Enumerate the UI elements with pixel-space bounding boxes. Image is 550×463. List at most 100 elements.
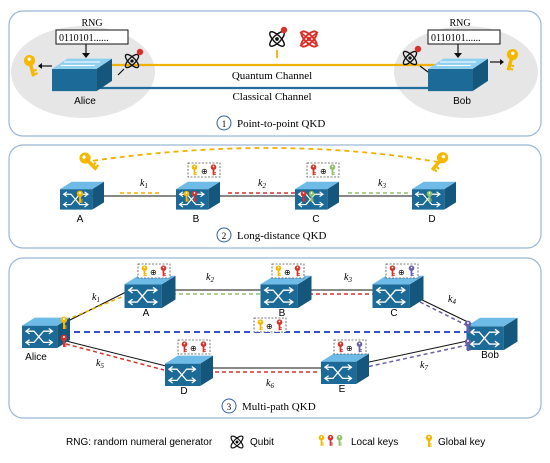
svg-text:⊕: ⊕ [266, 322, 273, 331]
key-link-k7-3 [361, 343, 473, 369]
key-link-k1-3 [65, 295, 125, 321]
p3-k7: k7 [420, 360, 428, 372]
p3-e-xor-box: ⊕ [333, 339, 367, 355]
p3-k4: k4 [448, 294, 456, 306]
p3-b-xor-box: ⊕ [271, 263, 305, 279]
svg-text:⊕: ⊕ [150, 268, 157, 277]
p3-k5: k5 [96, 358, 104, 370]
link-c-bob [417, 297, 473, 325]
bob-qubit-dot [414, 45, 422, 53]
p2-k3: k3 [378, 178, 386, 190]
rng-box-left [55, 29, 129, 45]
bob-key-arrowhead [500, 59, 504, 65]
intercepted-qubit-icon [299, 30, 319, 48]
caption-3-marker [221, 398, 237, 414]
classical-channel-label: Classical Channel [232, 91, 311, 103]
svg-text:⊕: ⊕ [190, 344, 197, 353]
rng-bits-right: 0110101...... [431, 33, 481, 44]
bob-switch-icon [428, 58, 488, 92]
p3-alice-label: Alice [25, 352, 47, 363]
p3-bob-label: Bob [481, 350, 499, 361]
p3-node-e-switch-icon [320, 352, 370, 384]
alice-switch-icon [52, 58, 112, 92]
link-e-bob [359, 339, 473, 365]
caption-2: Long-distance QKD [237, 230, 327, 242]
legend-global-key-icon [425, 434, 433, 447]
p2-c-xor-box: ⊕ [306, 162, 340, 178]
panel-multi-path [8, 257, 542, 419]
p2-node-b-switch-icon [176, 181, 220, 210]
p2-node-a-label: A [77, 214, 84, 225]
caption-1-number: 1 [222, 119, 227, 129]
p3-d-xor-box: ⊕ [177, 339, 211, 355]
p2-global-key-right-icon [427, 149, 451, 174]
bob-qubit-arrow [419, 65, 429, 73]
p2-node-b-label: B [193, 214, 200, 225]
link-alice-d [61, 339, 167, 367]
svg-text:⊕: ⊕ [201, 167, 208, 176]
p3-node-c-label: C [390, 308, 397, 319]
svg-text:⊕: ⊕ [346, 344, 353, 353]
panel-point-to-point [8, 10, 542, 137]
p2-k2: k2 [258, 178, 266, 190]
p3-bob-switch-icon [466, 317, 518, 350]
panel-long-distance [8, 144, 542, 249]
p3-k1: k1 [92, 292, 100, 304]
p2-node-d-label: D [428, 214, 435, 225]
legend-local-key-red-icon [327, 434, 334, 446]
legend-local-key-green-icon [336, 434, 343, 446]
p3-global-xor-box: ⊕ [253, 317, 287, 333]
p3-k3: k3 [344, 272, 352, 284]
caption-2-marker [216, 227, 232, 243]
legend-rng: RNG: random numeral generator [66, 437, 213, 448]
legend-global-key: Global key [438, 437, 485, 448]
rng-box-right [427, 29, 501, 45]
p3-a-xor-box: ⊕ [137, 263, 171, 279]
legend-local-keys: Local keys [351, 437, 398, 448]
legend-qubit-icon [228, 433, 246, 451]
svg-text:⊕: ⊕ [398, 268, 405, 277]
rng-label-left: RNG [81, 18, 102, 29]
alice-key-arrowhead [38, 63, 42, 69]
svg-text:⊕: ⊕ [284, 268, 291, 277]
p2-k1: k1 [140, 178, 148, 190]
p3-k2: k2 [206, 272, 214, 284]
key-link-k5-3 [65, 343, 165, 371]
p3-node-a-label: A [143, 308, 150, 319]
caption-3-number: 3 [227, 402, 232, 412]
svg-text:⊕: ⊕ [320, 167, 327, 176]
transit-qubit-dot [280, 26, 288, 34]
rng-bits-left: 0110101...... [59, 33, 109, 44]
p3-node-d-label: D [180, 386, 187, 397]
p1-alice-label: Alice [74, 96, 96, 107]
rng-arrowhead-right [454, 53, 462, 58]
alice-qubit-arrow [117, 68, 125, 76]
p2-node-c-label: C [312, 214, 319, 225]
key-link-k4-3 [419, 301, 473, 329]
rng-label-right: RNG [449, 18, 470, 29]
quantum-channel-label: Quantum Channel [232, 70, 312, 82]
caption-1-marker [216, 115, 232, 131]
legend-local-key-yellow-icon [318, 434, 325, 446]
p3-node-b-switch-icon [260, 275, 312, 308]
rng-arrowhead-left [82, 53, 90, 58]
caption-2-number: 2 [222, 231, 227, 241]
p3-node-d-switch-icon [164, 354, 214, 386]
p3-node-c-switch-icon [372, 275, 424, 308]
p3-node-e-label: E [339, 384, 346, 395]
p1-bob-label: Bob [453, 96, 471, 107]
p3-k6: k6 [266, 378, 274, 390]
legend-qubit: Qubit [250, 437, 274, 448]
caption-3: Multi-path QKD [242, 401, 316, 413]
caption-1: Point-to-point QKD [237, 118, 325, 130]
p3-c-xor-box: ⊕ [385, 263, 419, 279]
p2-global-key-left-icon [77, 150, 101, 174]
p3-node-b-label: B [279, 308, 286, 319]
alice-qubit-dot [136, 48, 144, 56]
p2-b-xor-box: ⊕ [187, 162, 221, 178]
p2-node-d-switch-icon [412, 181, 456, 210]
p3-node-a-switch-icon [124, 275, 176, 308]
global-key-arc [83, 147, 439, 163]
